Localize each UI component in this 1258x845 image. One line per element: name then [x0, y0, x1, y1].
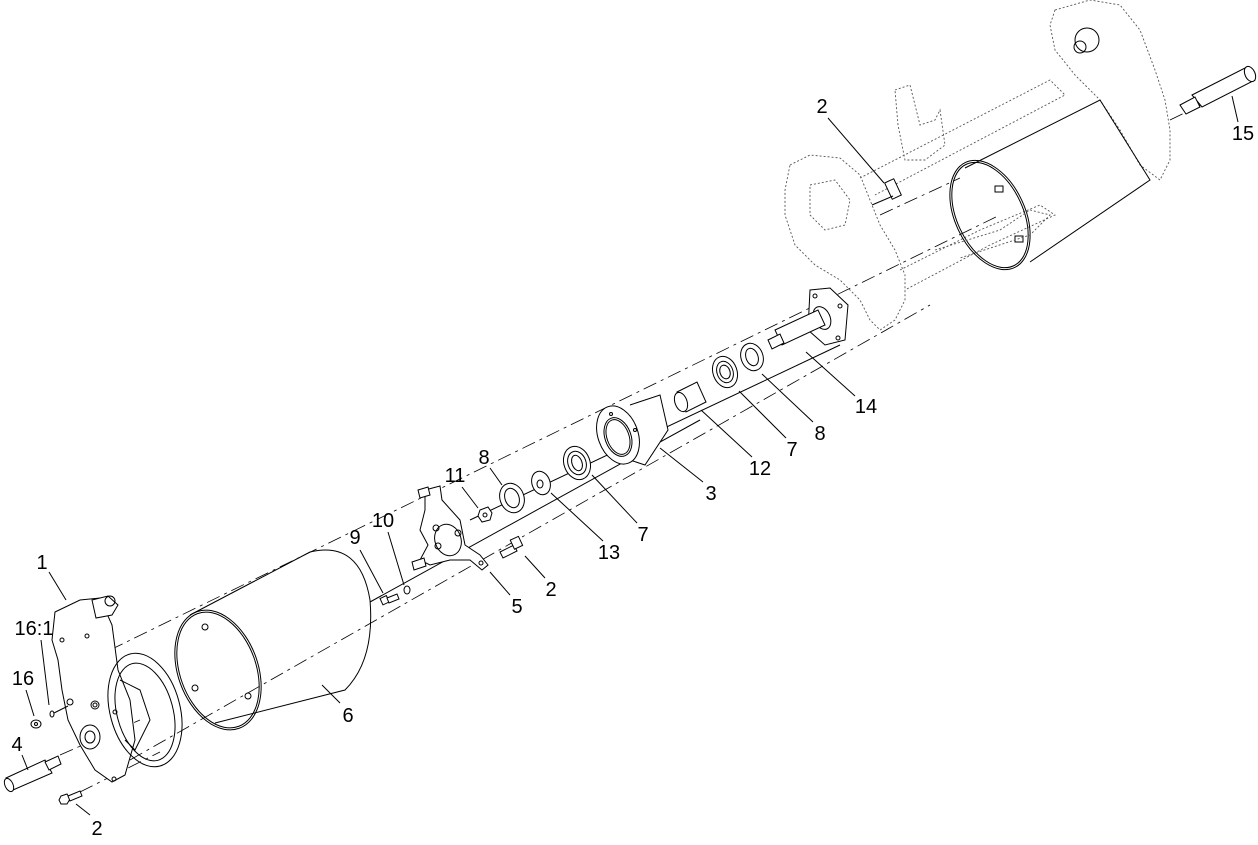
callout-7-left: 7: [637, 524, 649, 546]
bearing-housing: [596, 394, 669, 466]
nut-and-washer: [30, 705, 69, 729]
callout-9: 9: [349, 527, 361, 549]
callout-10: 10: [371, 510, 395, 532]
bolt-upper: [871, 178, 902, 206]
gearbox-housing: [51, 595, 183, 783]
callout-16: 16: [11, 668, 35, 690]
callout-16-1: 16:1: [14, 618, 54, 640]
drive-shaft-right: [1179, 65, 1257, 115]
bolt-lower: [58, 790, 83, 805]
drive-shaft-left: [3, 755, 62, 793]
callout-3: 3: [705, 483, 717, 505]
callout-13: 13: [597, 542, 621, 564]
leader-lines: [21, 95, 1239, 816]
upper-roller: [934, 99, 1151, 271]
callout-11: 11: [444, 465, 466, 487]
callout-4: 4: [11, 734, 23, 756]
left-bearing-stack: [477, 445, 592, 523]
callout-1: 1: [36, 552, 48, 574]
callout-7-right: 7: [786, 439, 798, 461]
callout-6: 6: [342, 705, 354, 727]
bolt-middle: [499, 535, 524, 559]
callout-2-lower: 2: [91, 818, 103, 840]
roller-tube: [174, 549, 372, 731]
screw-and-washer: [379, 585, 411, 606]
callout-5: 5: [511, 596, 523, 618]
callout-12: 12: [748, 458, 772, 480]
callout-2-upper: 2: [816, 96, 828, 118]
mounting-plate: [411, 485, 489, 571]
callout-14: 14: [854, 396, 878, 418]
callout-15: 15: [1231, 123, 1255, 145]
right-bearing-stack: [673, 342, 764, 413]
callout-8-right: 8: [814, 423, 826, 445]
frame-assembly-ghost: [784, 0, 1171, 331]
stub-shaft-flange: [767, 287, 849, 350]
callout-2-middle: 2: [545, 579, 557, 601]
callout-8-left: 8: [478, 447, 490, 469]
